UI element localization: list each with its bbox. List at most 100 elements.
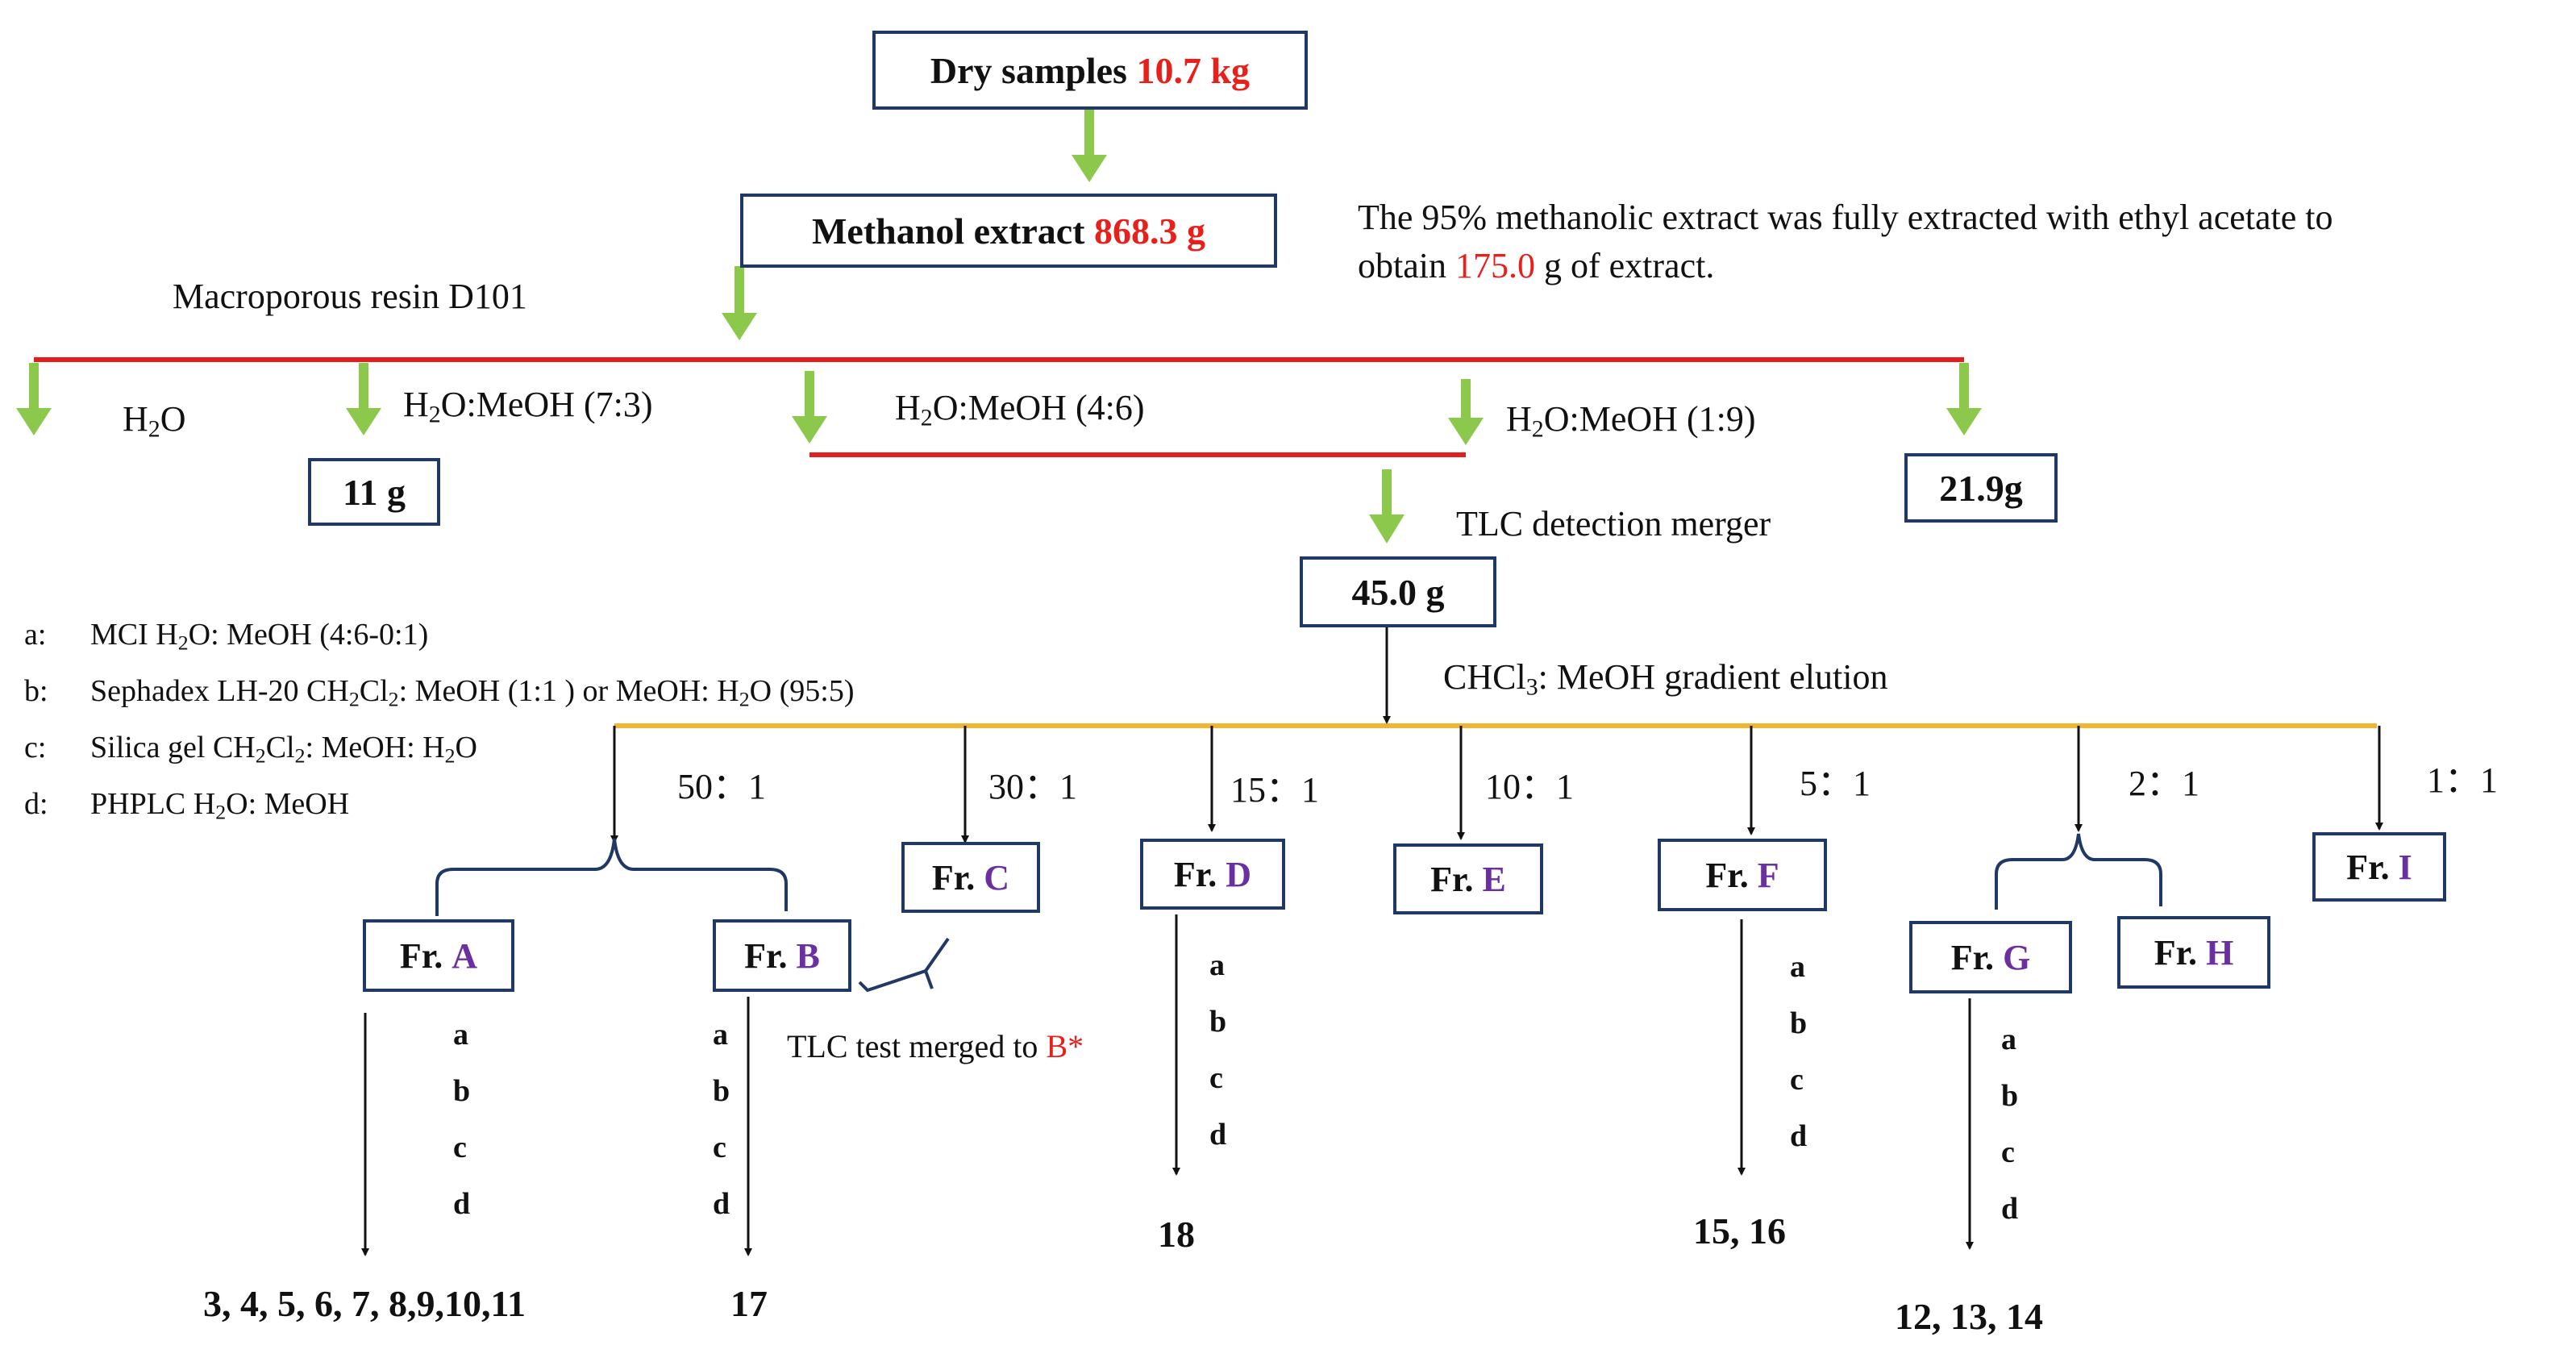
fraction-D-box: Fr. D bbox=[1140, 839, 1285, 910]
ratio-1-1: 1：1 bbox=[2427, 760, 2498, 800]
gradient-pre: CHCl bbox=[1443, 657, 1526, 697]
method-b-s1: 2 bbox=[348, 687, 360, 711]
arrow-water bbox=[16, 363, 52, 435]
tlc-test-note: TLC test merged to B* bbox=[787, 1031, 1084, 1063]
brace-G-H bbox=[1995, 833, 2162, 910]
method-c-s2: 2 bbox=[294, 743, 306, 768]
arrow-95 bbox=[1946, 363, 1982, 435]
method-b-s2: 2 bbox=[388, 687, 399, 711]
step-c: c bbox=[713, 1131, 726, 1164]
fraction-F-letter: F bbox=[1757, 855, 1779, 895]
method-c-p4: O bbox=[455, 731, 477, 764]
tlc-merge-label: TLC detection merger bbox=[1456, 504, 1771, 544]
compounds-G: 12, 13, 14 bbox=[1895, 1296, 2043, 1337]
eluent-water-rest: O bbox=[160, 399, 186, 439]
method-a-p1: MCI H bbox=[90, 618, 178, 652]
method-b-p2: Cl bbox=[359, 674, 389, 708]
eluent-19-h: H bbox=[1506, 399, 1532, 439]
eluent-water-h: H bbox=[123, 399, 148, 439]
compounds-F: 15, 16 bbox=[1693, 1210, 1786, 1252]
eluent-water: H2O bbox=[123, 399, 186, 441]
fraction-H-prefix: Fr. bbox=[2154, 932, 2198, 973]
method-legend: a:MCI H2O: MeOH (4:6-0:1) b:Sephadex LH-… bbox=[24, 606, 854, 832]
fraction-E-prefix: Fr. bbox=[1430, 859, 1474, 899]
step-c: c bbox=[1790, 1063, 1804, 1097]
step-a: a bbox=[2001, 1023, 2016, 1056]
step-a: a bbox=[1209, 948, 1225, 982]
green-arrows bbox=[16, 110, 1982, 544]
tlc-test-text: TLC test merged to bbox=[787, 1028, 1038, 1064]
fraction-B-letter: B bbox=[796, 935, 820, 976]
compounds-D: 18 bbox=[1158, 1214, 1195, 1255]
fraction-B-box: Fr. B bbox=[713, 919, 851, 992]
eluent-19: H2O:MeOH (1:9) bbox=[1506, 399, 1756, 441]
methanol-extract-box: Methanol extract 868.3 g bbox=[740, 194, 1277, 268]
dry-samples-label: Dry samples bbox=[930, 49, 1127, 91]
arrow-merge-to-45 bbox=[1369, 469, 1405, 544]
fraction-I-box: Fr. I bbox=[2312, 832, 2446, 902]
step-b: b bbox=[453, 1074, 471, 1108]
method-c-p1: Silica gel CH bbox=[90, 731, 256, 764]
fraction-C-prefix: Fr. bbox=[931, 857, 976, 898]
methanol-extract-value: 868.3 g bbox=[1094, 210, 1205, 252]
methanol-extract-label: Methanol extract bbox=[812, 210, 1085, 252]
method-c-key: c: bbox=[24, 731, 47, 764]
yield-11g-box: 11 g bbox=[308, 458, 440, 526]
yield-21-9g: 21.9g bbox=[1939, 467, 2023, 509]
yield-45g: 45.0 g bbox=[1351, 571, 1445, 613]
ratio-10-1: 10：1 bbox=[1485, 767, 1574, 806]
fraction-G-box: Fr. G bbox=[1909, 921, 2072, 993]
fraction-G-letter: G bbox=[2003, 937, 2031, 977]
ratio-15-1: 15：1 bbox=[1230, 770, 1319, 810]
step-b: b bbox=[1209, 1005, 1227, 1039]
method-a-key: a: bbox=[24, 618, 47, 652]
method-d: d:PHPLC H2O: MeOH bbox=[24, 776, 854, 832]
arrow-73 bbox=[346, 363, 381, 435]
fraction-D-letter: D bbox=[1226, 854, 1252, 894]
method-c-p3: : MeOH: H bbox=[305, 731, 445, 764]
eluent-73-sub: 2 bbox=[428, 401, 441, 428]
resin-label: Macroporous resin D101 bbox=[173, 277, 527, 316]
gradient-sub: 3 bbox=[1525, 673, 1538, 701]
fraction-A-prefix: Fr. bbox=[399, 935, 443, 976]
ratio-50-1: 50：1 bbox=[677, 767, 766, 806]
step-c: c bbox=[1209, 1061, 1223, 1095]
bracket-C-to-B bbox=[858, 937, 950, 993]
dry-samples-box: Dry samples 10.7 kg bbox=[872, 31, 1308, 110]
eluent-46-h: H bbox=[895, 388, 921, 427]
yield-21-9g-box: 21.9g bbox=[1904, 453, 2058, 523]
fraction-E-letter: E bbox=[1482, 859, 1506, 899]
step-a: a bbox=[453, 1018, 468, 1052]
fraction-I-prefix: Fr. bbox=[2346, 847, 2390, 887]
eluent-46-rest: O:MeOH (4:6) bbox=[932, 388, 1145, 427]
yield-11g: 11 g bbox=[343, 471, 406, 513]
eluent-water-sub: 2 bbox=[148, 415, 160, 443]
fraction-E-box: Fr. E bbox=[1393, 843, 1543, 914]
step-b: b bbox=[713, 1074, 730, 1108]
method-a-s1: 2 bbox=[177, 631, 189, 655]
eluent-19-rest: O:MeOH (1:9) bbox=[1543, 399, 1756, 439]
method-d-p2: O: MeOH bbox=[226, 787, 350, 821]
gradient-post: : MeOH gradient elution bbox=[1538, 657, 1888, 697]
method-d-key: d: bbox=[24, 787, 48, 821]
fraction-D-prefix: Fr. bbox=[1173, 854, 1217, 894]
fraction-H-box: Fr. H bbox=[2117, 916, 2270, 989]
note-pre: obtain bbox=[1358, 245, 1446, 285]
fraction-A-letter: A bbox=[452, 935, 478, 976]
method-b-s3: 2 bbox=[739, 687, 750, 711]
note-line-1: The 95% methanolic extract was fully ext… bbox=[1358, 198, 2333, 237]
ethyl-acetate-note: The 95% methanolic extract was fully ext… bbox=[1358, 194, 2333, 290]
tlc-test-target: B* bbox=[1046, 1028, 1084, 1064]
step-c: c bbox=[2001, 1135, 2015, 1169]
step-d: d bbox=[1790, 1119, 1808, 1153]
ratio-5-1: 5：1 bbox=[1800, 764, 1871, 803]
step-d: d bbox=[2001, 1192, 2019, 1226]
arrow-46 bbox=[792, 371, 827, 444]
brace-A-B bbox=[435, 838, 788, 916]
